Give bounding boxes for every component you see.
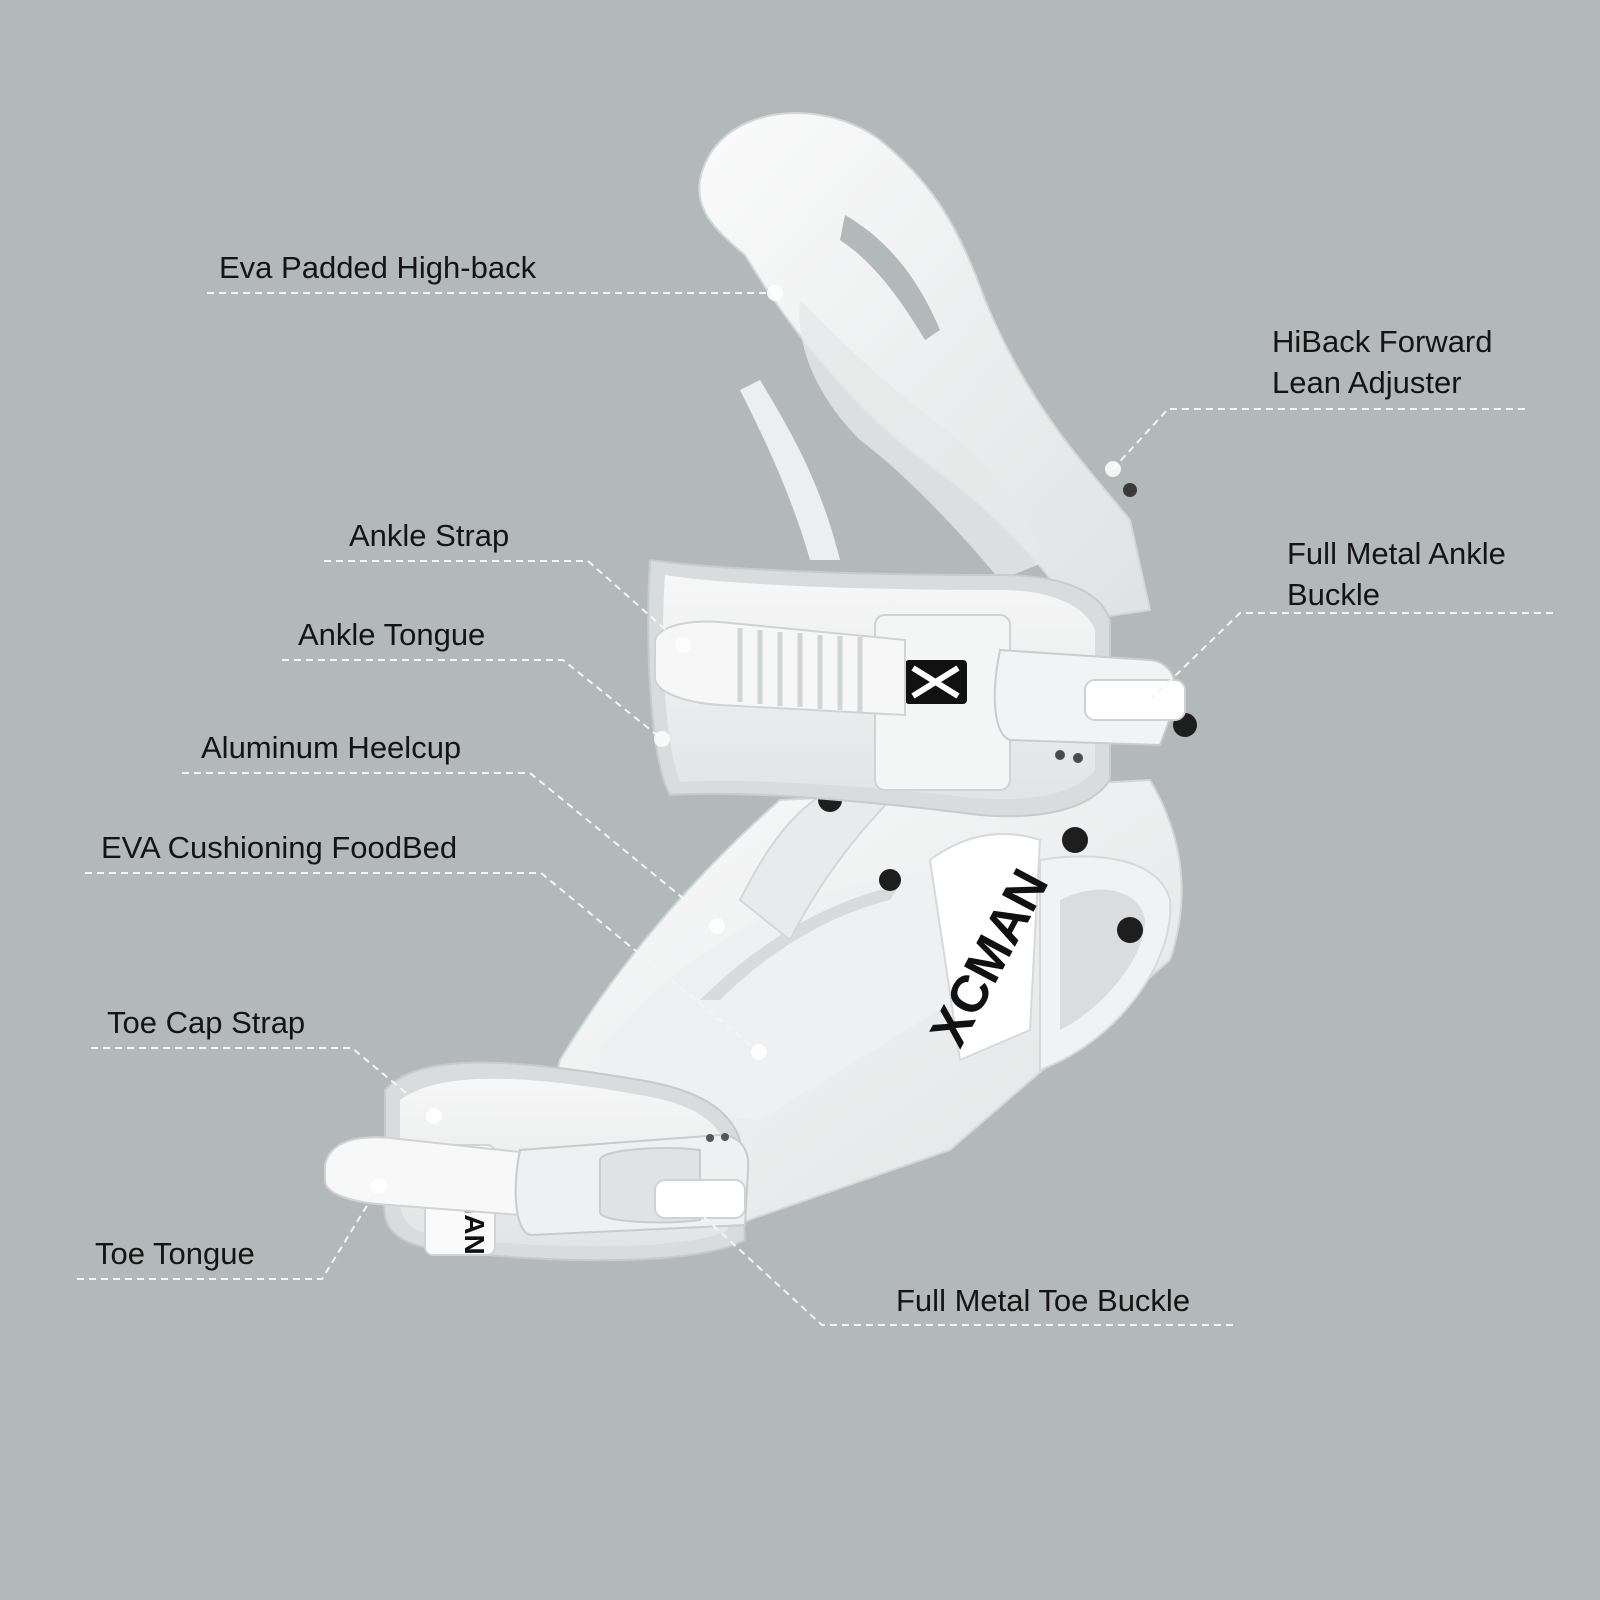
highback-cutout bbox=[840, 215, 940, 340]
toe-tongue bbox=[324, 1136, 521, 1217]
bolt bbox=[1062, 827, 1088, 853]
label-toe-cap-strap: Toe Cap Strap bbox=[107, 1005, 306, 1040]
lean-adjuster-screw bbox=[1123, 483, 1137, 497]
label-line: HiBack Forward bbox=[1272, 324, 1493, 359]
label-ankle-tongue: Ankle Tongue bbox=[298, 617, 486, 652]
label-line: Buckle bbox=[1287, 577, 1381, 612]
label-full-metal-ankle-buckle: Full Metal Ankle Buckle bbox=[1287, 533, 1506, 615]
side-rail bbox=[928, 833, 1042, 1062]
label-hiback-forward-lean-adjuster: HiBack Forward Lean Adjuster bbox=[1272, 321, 1493, 403]
bolt bbox=[879, 869, 901, 891]
ankle-buckle bbox=[993, 648, 1186, 763]
label-line: Full Metal Ankle bbox=[1287, 536, 1506, 571]
toe-buckle bbox=[514, 1133, 750, 1237]
label-eva-padded-high-back: Eva Padded High-back bbox=[219, 250, 537, 285]
label-toe-tongue: Toe Tongue bbox=[95, 1236, 255, 1271]
leader-lines bbox=[77, 292, 1553, 1326]
label-ankle-strap: Ankle Strap bbox=[349, 518, 510, 553]
highback-shell bbox=[698, 112, 1152, 622]
label-aluminum-heelcup: Aluminum Heelcup bbox=[201, 730, 462, 765]
label-line: Lean Adjuster bbox=[1272, 365, 1462, 400]
label-full-metal-toe-buckle: Full Metal Toe Buckle bbox=[896, 1283, 1191, 1318]
label-eva-cushioning-footbed: EVA Cushioning FoodBed bbox=[101, 830, 458, 865]
bolt bbox=[1117, 917, 1143, 943]
anchor-dots bbox=[371, 285, 1155, 1216]
ankle-tongue bbox=[654, 620, 906, 717]
